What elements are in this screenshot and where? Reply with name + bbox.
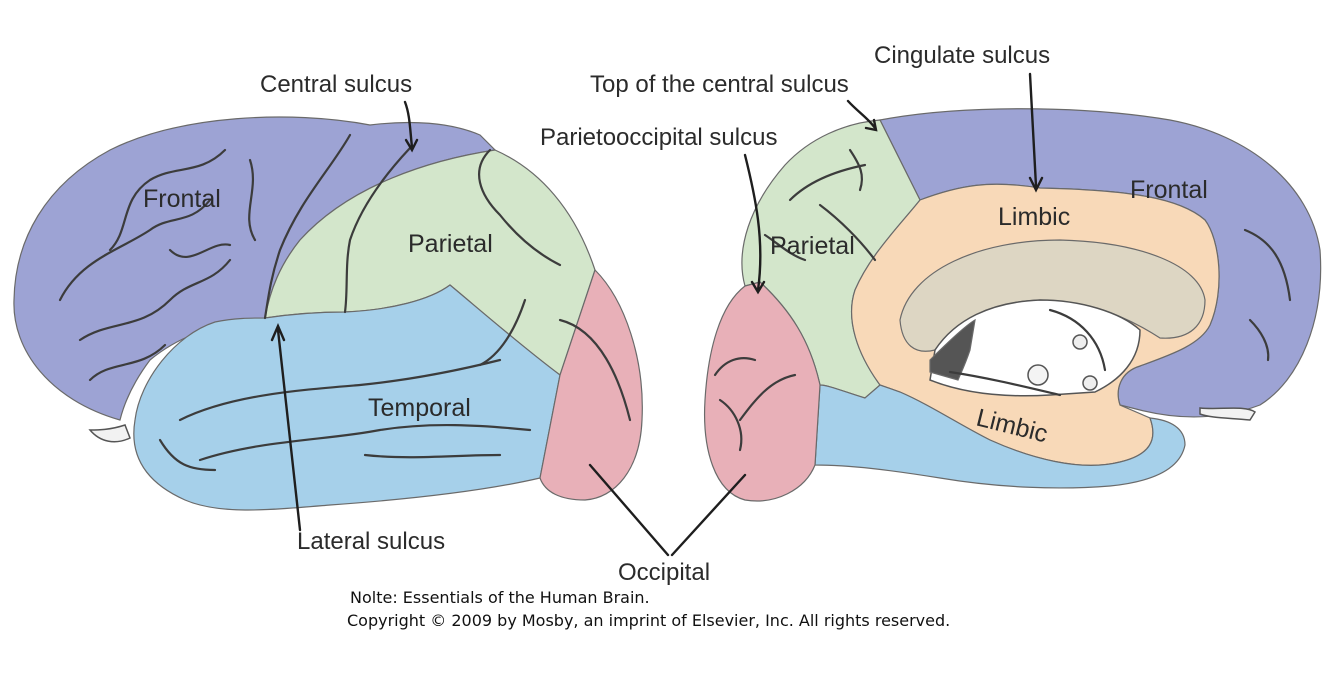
central-sulcus-label: Central sulcus [260,71,412,98]
occipital-pointer-right [670,473,747,557]
occipital-pointer-left [588,463,670,557]
parietooccipital-pointer [743,153,762,292]
parietooccipital-sulcus-label: Parietooccipital sulcus [540,124,777,151]
lateral-temporal-region [133,284,561,511]
medial-frontal-label: Frontal [1130,176,1208,204]
cingulate-sulcus-pointer [1028,72,1038,188]
lateral-sulcus-label: Lateral sulcus [297,528,445,555]
lateral-parietal-label: Parietal [408,230,493,258]
leader-lines [270,72,1044,557]
occipital-label: Occipital [618,559,710,586]
credit-source-line: Nolte: Essentials of the Human Brain. [350,588,650,607]
lateral-cerebellum-edge [88,424,131,443]
cingulate-sulcus-arrowhead [1028,176,1044,193]
medial-inner-white [929,299,1141,397]
top-central-sulcus-pointer [846,99,877,130]
medial-view [703,108,1322,502]
medial-ventricle [929,318,976,381]
medial-limbic-upper-label: Limbic [998,203,1070,231]
medial-parietal-label: Parietal [770,232,855,260]
cingulate-sulcus-label: Cingulate sulcus [874,42,1050,69]
medial-pineal-node [1027,364,1049,386]
lateral-frontal-label: Frontal [143,185,221,213]
medial-thalamus-node [1072,334,1088,350]
central-sulcus-arrowhead [404,138,419,153]
top-central-sulcus-label: Top of the central sulcus [590,71,849,98]
medial-mammillary-node [1082,375,1098,391]
central-sulcus-pointer [403,100,414,149]
medial-temporal-region [814,384,1186,489]
lateral-occipital-region [539,268,643,501]
lateral-view [13,116,643,511]
lateral-sulcus-pointer [276,328,302,532]
lateral-temporal-label: Temporal [368,394,471,422]
parietooccipital-arrowhead [750,280,766,295]
top-central-sulcus-arrowhead [864,118,878,132]
lateral-sulcus-arrowhead [270,322,286,342]
credit-copyright-line: Copyright © 2009 by Mosby, an imprint of… [347,611,951,630]
medial-occipital-region [703,281,821,502]
medial-brainstem-edge [1199,407,1257,421]
